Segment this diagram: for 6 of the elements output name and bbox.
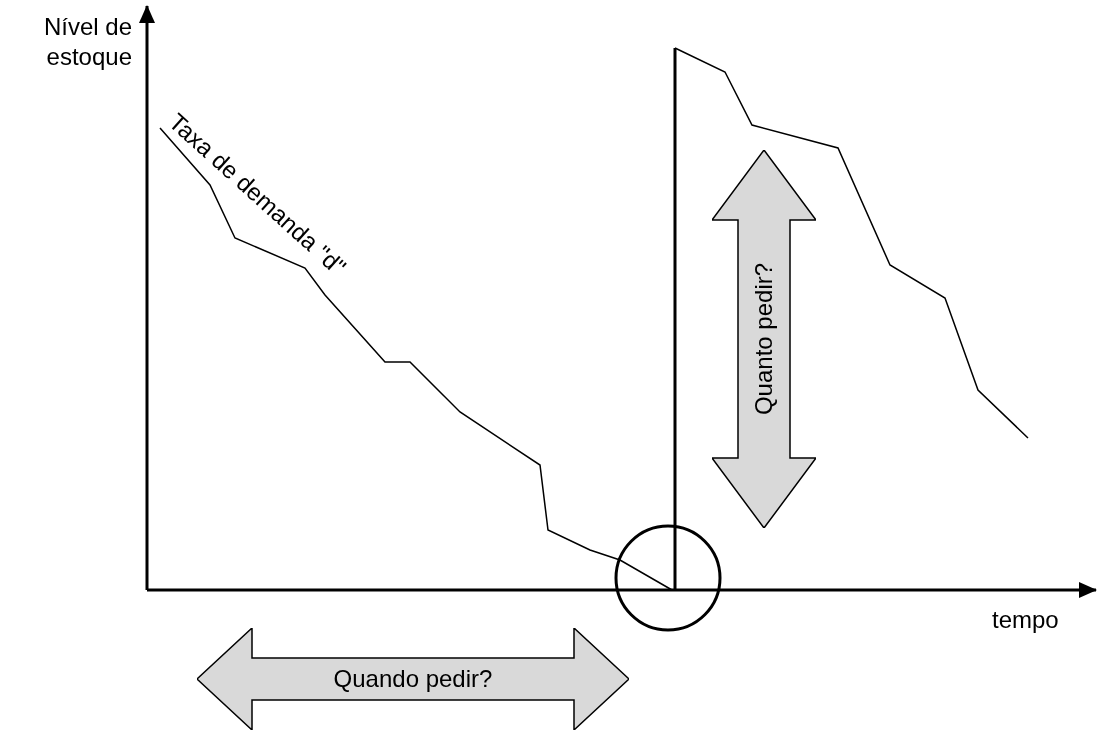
axis-label: Nível de estoque [42, 12, 132, 72]
arrow-label: Quando pedir? [333, 665, 493, 693]
arrow-label: Quanto pedir? [750, 262, 778, 416]
axis-label: tempo [992, 606, 1059, 634]
double-arrow [197, 628, 629, 730]
double-arrow [712, 150, 816, 528]
